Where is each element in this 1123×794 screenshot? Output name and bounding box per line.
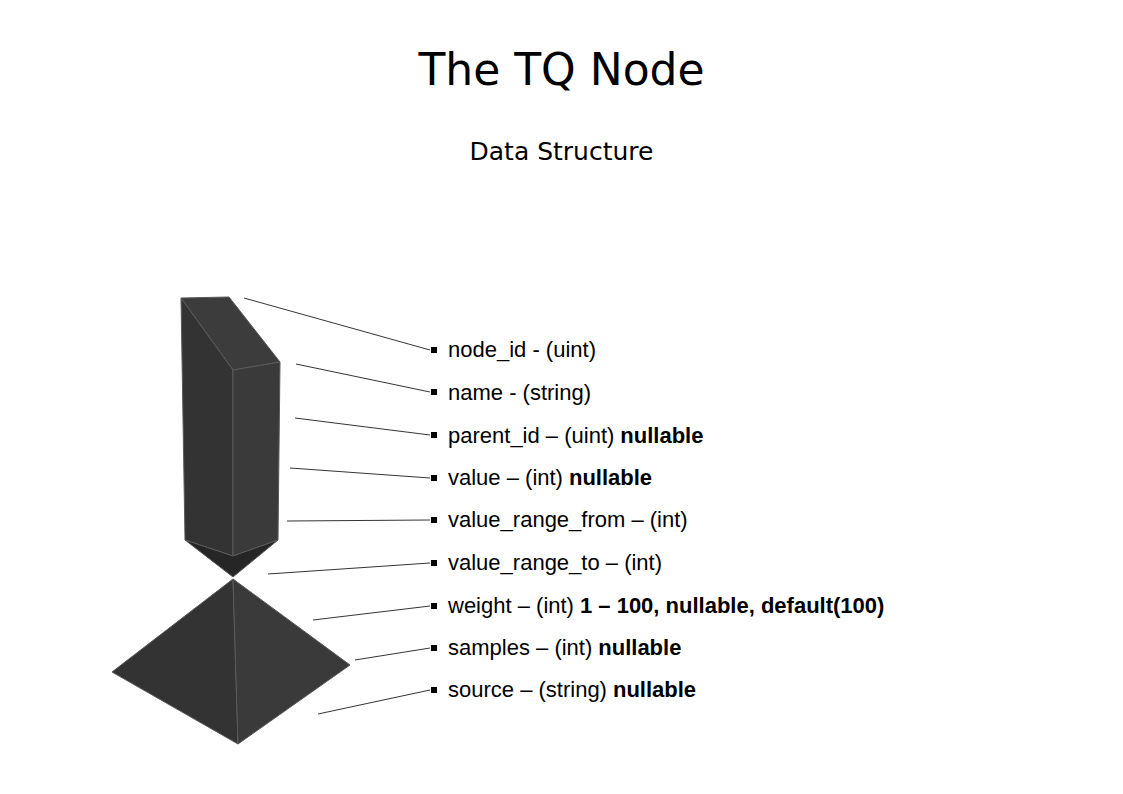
field-name: value_range_from – (int) [448,507,688,532]
field-row: value_range_from – (int) [448,507,688,533]
field-name: name - (string) [448,380,591,405]
field-row: value_range_to – (int) [448,550,662,576]
field-constraint: 1 – 100, nullable, default(100) [580,593,884,618]
field-row: parent_id – (uint)nullable [448,423,703,449]
field-name: value – (int) [448,465,563,490]
field-name: weight – (int) [448,593,574,618]
field-name: parent_id – (uint) [448,423,614,448]
field-constraint: nullable [598,635,681,660]
field-row: source – (string)nullable [448,677,696,703]
field-name: samples – (int) [448,635,592,660]
field-row: node_id - (uint) [448,337,596,363]
field-constraint: nullable [613,677,696,702]
field-constraint: nullable [620,423,703,448]
field-name: node_id - (uint) [448,337,596,362]
field-row: weight – (int)1 – 100, nullable, default… [448,593,884,619]
field-name: source – (string) [448,677,607,702]
field-row: value – (int)nullable [448,465,652,491]
leader-lines [244,298,430,714]
diagram-title: The TQ Node [0,44,1123,95]
field-constraint: nullable [569,465,652,490]
bullet-squares [431,347,437,693]
field-row: name - (string) [448,380,591,406]
field-row: samples – (int)nullable [448,635,681,661]
subtitle: Data Structure [0,137,1123,166]
field-name: value_range_to – (int) [448,550,662,575]
